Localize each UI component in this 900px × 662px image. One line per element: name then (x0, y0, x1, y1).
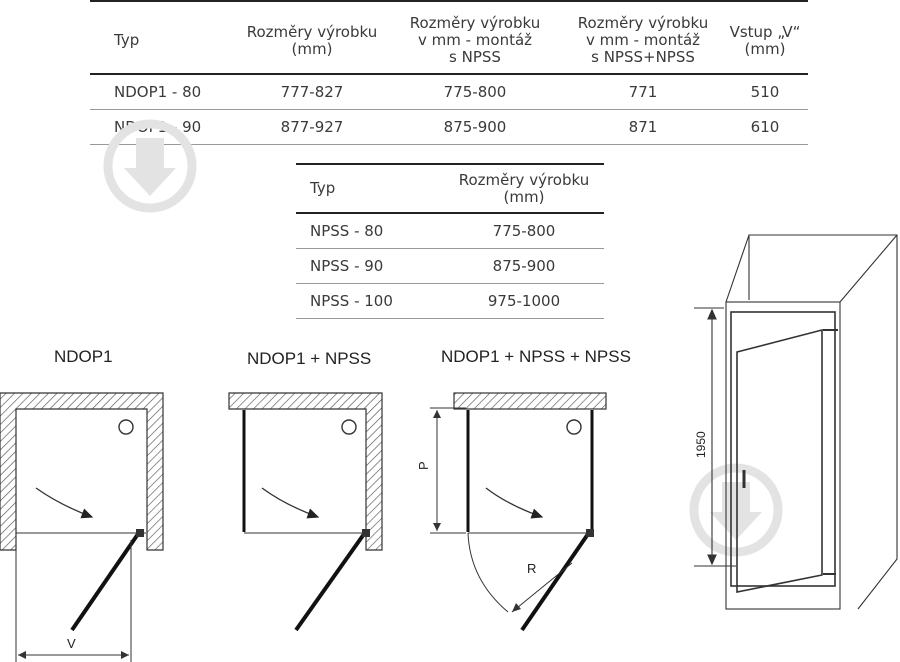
column-header: Rozměry výrobku (mm) (238, 1, 386, 75)
table-cell: 875-900 (444, 248, 604, 284)
diagram-label-ndop1-npss: NDOP1 + NPSS (247, 349, 372, 368)
column-header: Rozměry výrobku v mm - montáž s NPSS (386, 1, 564, 75)
column-header: Rozměry výrobku (mm) (444, 164, 604, 214)
table-cell: 875-900 (386, 109, 564, 145)
dim-p-label: P (416, 461, 431, 470)
diagram-ndop1-npss (228, 392, 383, 632)
column-header: Typ (90, 1, 238, 75)
table-cell: 777-827 (238, 74, 386, 110)
diagram-label-ndop1-npss-npss: NDOP1 + NPSS + NPSS (441, 347, 631, 366)
table-cell: NPSS - 100 (296, 283, 444, 319)
column-header: Rozměry výrobku v mm - montáž s NPSS+NPS… (564, 1, 722, 75)
diagram-ndop1 (0, 392, 164, 662)
table-cell: NPSS - 90 (296, 248, 444, 284)
dim-v-label: V (67, 636, 76, 651)
table-cell: 871 (564, 109, 722, 145)
height-dim-label: 1950 (694, 431, 708, 458)
table-cell: NPSS - 80 (296, 213, 444, 249)
table-row: NPSS - 90 875-900 (296, 248, 604, 284)
dim-r-label: R (527, 561, 536, 576)
table-cell: 510 (722, 74, 808, 110)
table-cell: 975-1000 (444, 283, 604, 319)
table-row: NDOP1 - 80 777-827 775-800 771 510 (90, 74, 808, 110)
table-cell: NDOP1 - 80 (90, 74, 238, 110)
isometric-view (694, 234, 898, 610)
table-cell: 610 (722, 109, 808, 145)
table-cell: 771 (564, 74, 722, 110)
table-row: NPSS - 80 775-800 (296, 213, 604, 249)
table-header-row: Typ Rozměry výrobku (mm) (296, 164, 604, 214)
table-cell: 775-800 (444, 213, 604, 249)
download-watermark-icon (103, 119, 197, 213)
diagram-ndop1-npss-npss (430, 392, 607, 632)
table-header-row: Typ Rozměry výrobku (mm) Rozměry výrobku… (90, 1, 808, 75)
diagram-label-ndop1: NDOP1 (54, 347, 113, 366)
column-header: Typ (296, 164, 444, 214)
column-header: Vstup „V“ (mm) (722, 1, 808, 75)
table-cell: 775-800 (386, 74, 564, 110)
table-cell: 877-927 (238, 109, 386, 145)
table-row: NPSS - 100 975-1000 (296, 283, 604, 319)
npss-table: Typ Rozměry výrobku (mm) NPSS - 80 775-8… (296, 163, 604, 319)
download-watermark-icon (689, 463, 783, 557)
